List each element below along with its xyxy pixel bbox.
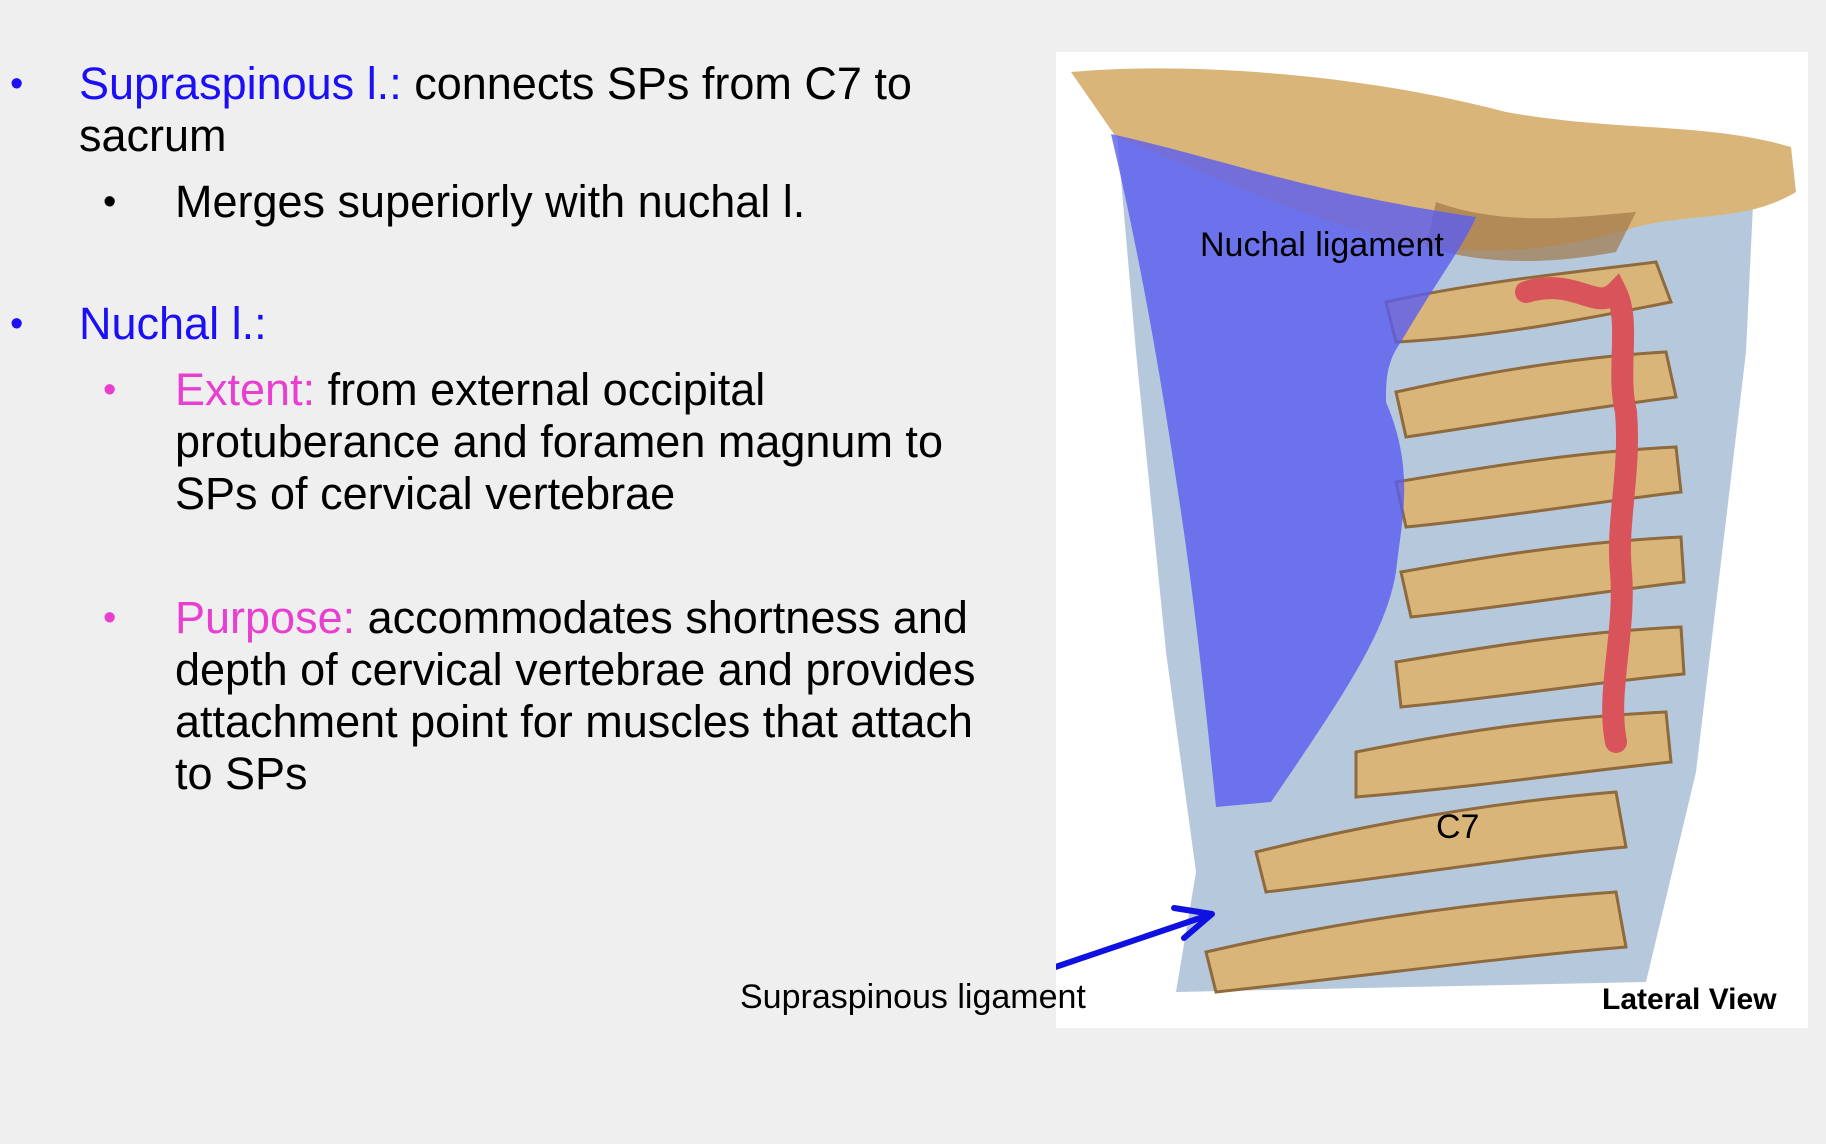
- bullet-text: Supraspinous l.: connects SPs from C7 to…: [79, 58, 1009, 162]
- bullet-term: Nuchal l.:: [79, 298, 267, 349]
- bullet-text: Merges superiorly with nuchal l.: [175, 176, 806, 227]
- vertebra-c3: [1394, 445, 1683, 529]
- bullet-term: Purpose:: [175, 592, 356, 643]
- label-nuchal-ligament: Nuchal ligament: [1200, 226, 1444, 264]
- bullet-body: accommodates shortness and depth of cerv…: [175, 592, 976, 799]
- cervical-spine-figure: [1056, 52, 1808, 1028]
- bullet-term: Extent:: [175, 364, 316, 415]
- skull-base: [1071, 68, 1796, 251]
- vertebra-c2: [1394, 350, 1678, 439]
- bullet-text: Purpose: accommodates shortness and dept…: [175, 592, 1015, 800]
- nuchal-ligament-highlight: [1111, 134, 1476, 807]
- label-c7: C7: [1436, 808, 1480, 846]
- bullet-text: Nuchal l.:: [79, 298, 1009, 350]
- bullet-dot: •: [103, 181, 117, 223]
- bullet-body: from external occipital protuberance and…: [175, 364, 943, 519]
- bullet-text: Extent: from external occipital protuber…: [175, 364, 1015, 520]
- bullet-body: connects SPs from C7 to sacrum: [79, 58, 912, 161]
- vertebra-c6: [1354, 710, 1673, 799]
- vertebra-c7: [1254, 790, 1628, 894]
- label-supraspinous-ligament: Supraspinous ligament: [740, 978, 1086, 1016]
- vertebral-artery: [1515, 273, 1639, 753]
- bullet-dot: •: [10, 63, 24, 105]
- skull-shadow: [1426, 202, 1636, 262]
- arrow-up-right-icon: [1056, 905, 1215, 971]
- bullet-dot: •: [103, 597, 117, 639]
- bullet-term: Supraspinous l.:: [79, 58, 402, 109]
- label-lateral-view: Lateral View: [1602, 983, 1777, 1016]
- bullet-dot: •: [10, 303, 24, 345]
- vertebra-t1: [1204, 890, 1628, 994]
- bullet-dot: •: [103, 369, 117, 411]
- spine-illustration: [1056, 68, 1796, 994]
